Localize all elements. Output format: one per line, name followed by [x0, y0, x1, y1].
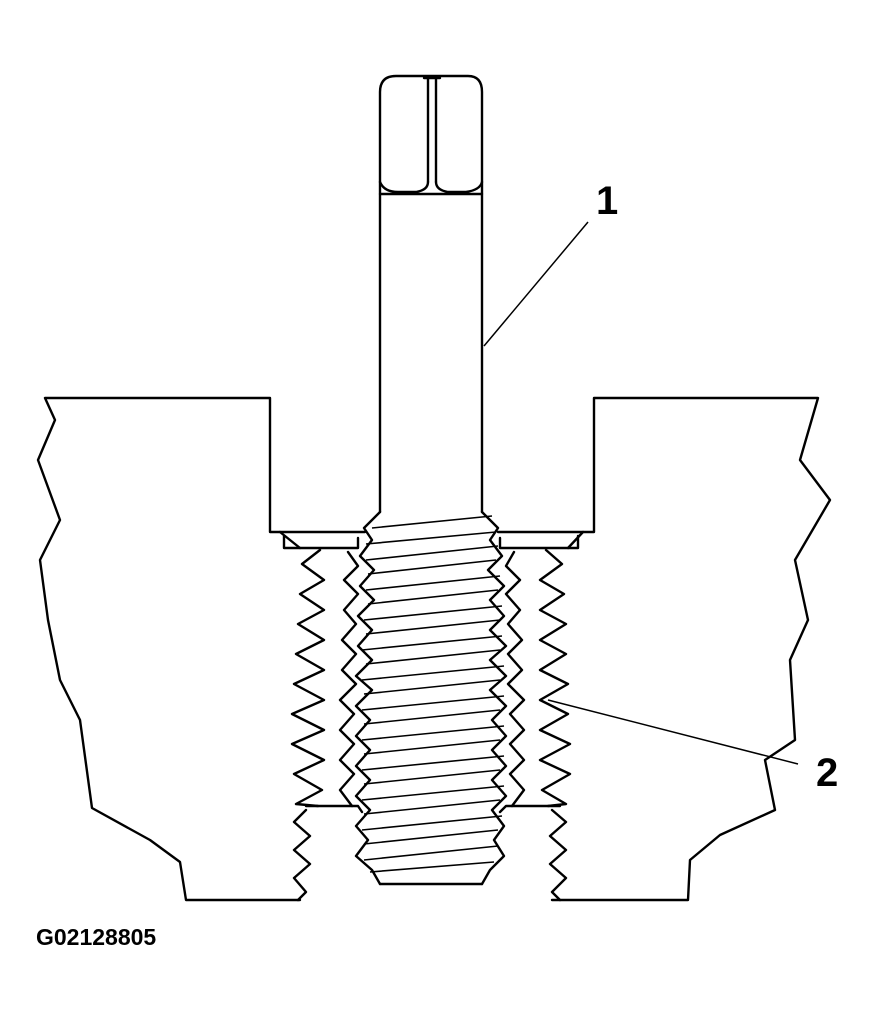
insert-thread-left-inner	[338, 550, 360, 808]
callout-2: 2	[816, 751, 838, 795]
insert-flange-right	[498, 534, 580, 550]
tool-thread-left-edge	[354, 510, 382, 886]
workpiece-left	[36, 396, 302, 902]
tool-head-band	[378, 180, 484, 196]
leader-line-1	[483, 221, 589, 347]
insert-thread-right-outer	[538, 548, 572, 808]
hole-thread-left-lower	[292, 808, 312, 902]
tool-thread-right-edge	[480, 510, 508, 886]
insert-flange-left	[282, 534, 360, 550]
leader-line-2	[547, 699, 799, 765]
insert-bottom	[304, 804, 562, 814]
callout-1: 1	[596, 179, 618, 223]
hole-thread-right-lower	[548, 808, 568, 902]
tool-slot	[422, 76, 442, 184]
tool-shank	[378, 74, 484, 514]
figure-id-label: G02128805	[36, 924, 157, 950]
insert-thread-right-inner	[504, 550, 526, 808]
insert-thread-left-outer	[290, 548, 326, 808]
workpiece-right	[550, 396, 832, 902]
tool-thread-crests	[361, 515, 505, 873]
